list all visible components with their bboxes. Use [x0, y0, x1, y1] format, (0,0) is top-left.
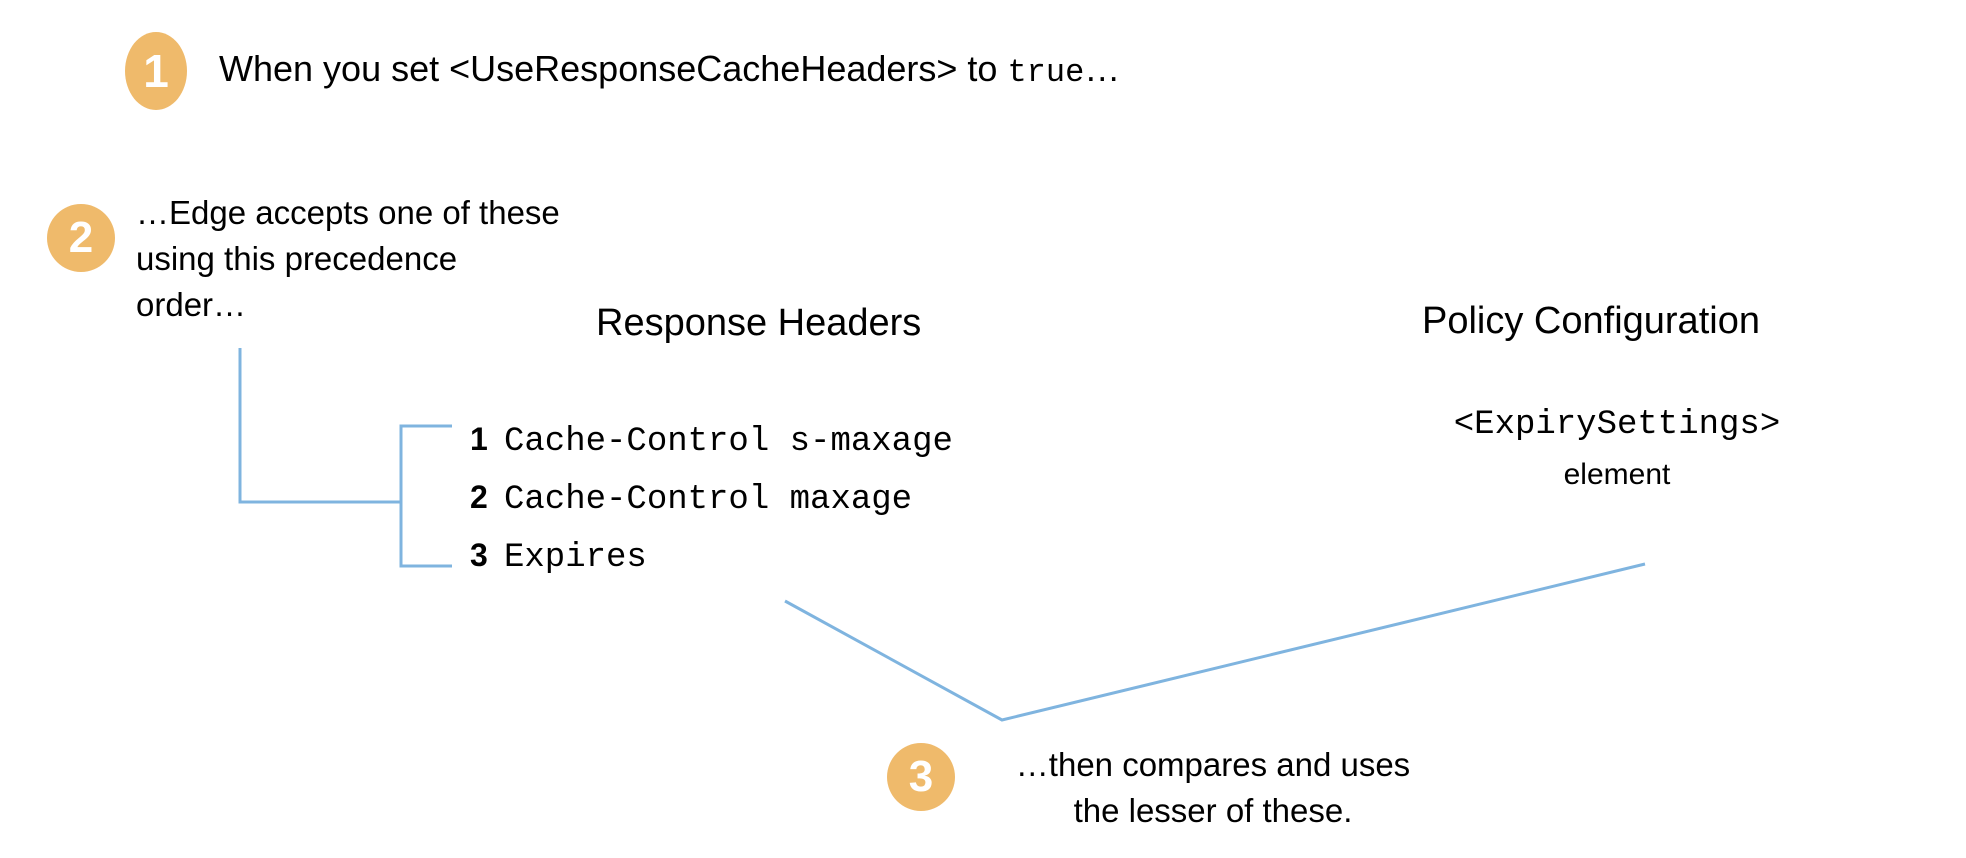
step-3-line-2: the lesser of these.: [1073, 792, 1353, 829]
step-2-text: …Edge accepts one of these using this pr…: [136, 190, 656, 328]
expiry-settings-tag: <ExpirySettings>: [1453, 406, 1781, 444]
comparison-v-connector: [784, 562, 1646, 722]
step-1-text-after: …: [1084, 48, 1121, 89]
precedence-name: Cache-Control s-maxage: [504, 423, 953, 461]
precedence-name: Expires: [504, 539, 647, 577]
policy-expiry-settings: <ExpirySettings> element: [1422, 402, 1812, 496]
precedence-rank: 3: [470, 537, 488, 573]
step-3-line-1: …then compares and uses: [1015, 746, 1411, 783]
precedence-rank: 1: [470, 421, 488, 457]
step-badge-3: 3: [887, 743, 955, 811]
precedence-rank: 2: [470, 479, 488, 515]
step2-elbow-connector: [238, 348, 401, 504]
precedence-list: 1 Cache-Control s-maxage 2 Cache-Control…: [470, 410, 953, 584]
policy-configuration-heading: Policy Configuration: [1422, 300, 1760, 342]
step-2-line-2: using this precedence: [136, 240, 458, 277]
precedence-item: 2 Cache-Control maxage: [470, 468, 953, 526]
step-badge-2: 2: [47, 204, 115, 272]
step-2-line-3: order…: [136, 286, 247, 323]
precedence-bracket: [399, 424, 452, 568]
precedence-item: 1 Cache-Control s-maxage: [470, 410, 953, 468]
expiry-settings-sublabel: element: [1563, 458, 1671, 491]
step-2-line-1: …Edge accepts one of these: [136, 194, 560, 231]
step-badge-1: 1: [125, 32, 187, 110]
precedence-item: 3 Expires: [470, 526, 953, 584]
precedence-name: Cache-Control maxage: [504, 481, 913, 519]
response-headers-heading: Response Headers: [596, 302, 922, 344]
step-1-text: When you set <UseResponseCacheHeaders> t…: [219, 44, 1120, 98]
step-1-value-true: true: [1007, 54, 1085, 91]
step-3-text: …then compares and uses the lesser of th…: [978, 742, 1448, 834]
step-1-text-before: When you set <UseResponseCacheHeaders> t…: [219, 48, 1008, 89]
